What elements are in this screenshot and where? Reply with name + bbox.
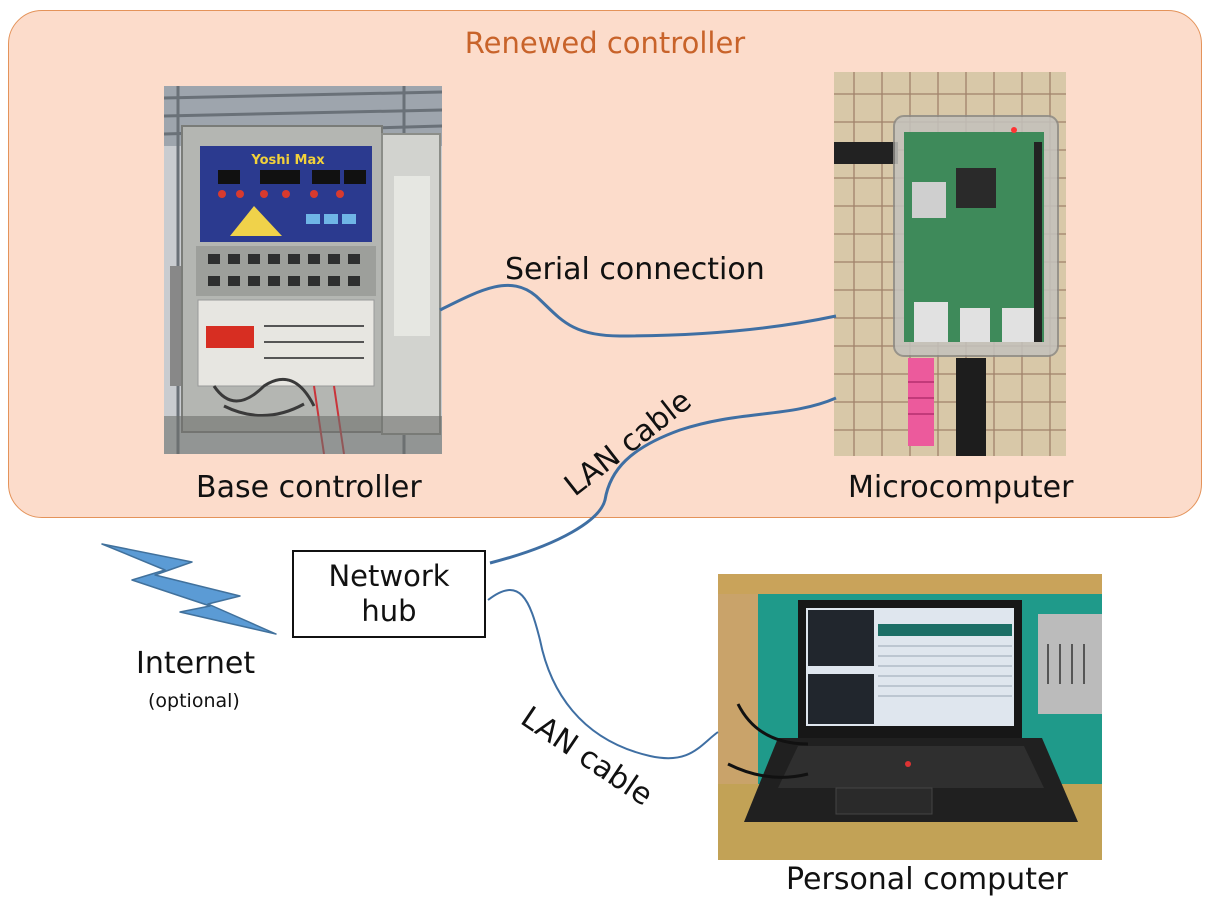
region-title: Renewed controller <box>464 26 746 60</box>
internet-label: Internet <box>136 646 256 681</box>
microcomputer-label: Microcomputer <box>848 470 1074 505</box>
yoshi-max-text: Yoshi Max <box>250 153 325 168</box>
base-controller-label: Base controller <box>196 470 422 505</box>
microcomputer-photo <box>834 72 1066 456</box>
personal-computer-label: Personal computer <box>786 862 1068 897</box>
network-hub-line1: Network <box>328 558 450 593</box>
internet-note: (optional) <box>148 690 240 712</box>
network-hub-box: Network hub <box>292 550 486 638</box>
lan-cable-bottom-label: LAN cable <box>514 700 659 814</box>
personal-computer-photo <box>718 574 1102 860</box>
serial-connection-label: Serial connection <box>505 252 765 287</box>
base-controller-photo: Yoshi Max <box>164 86 442 454</box>
lightning-icon <box>101 543 277 635</box>
network-hub-line2: hub <box>361 594 417 628</box>
